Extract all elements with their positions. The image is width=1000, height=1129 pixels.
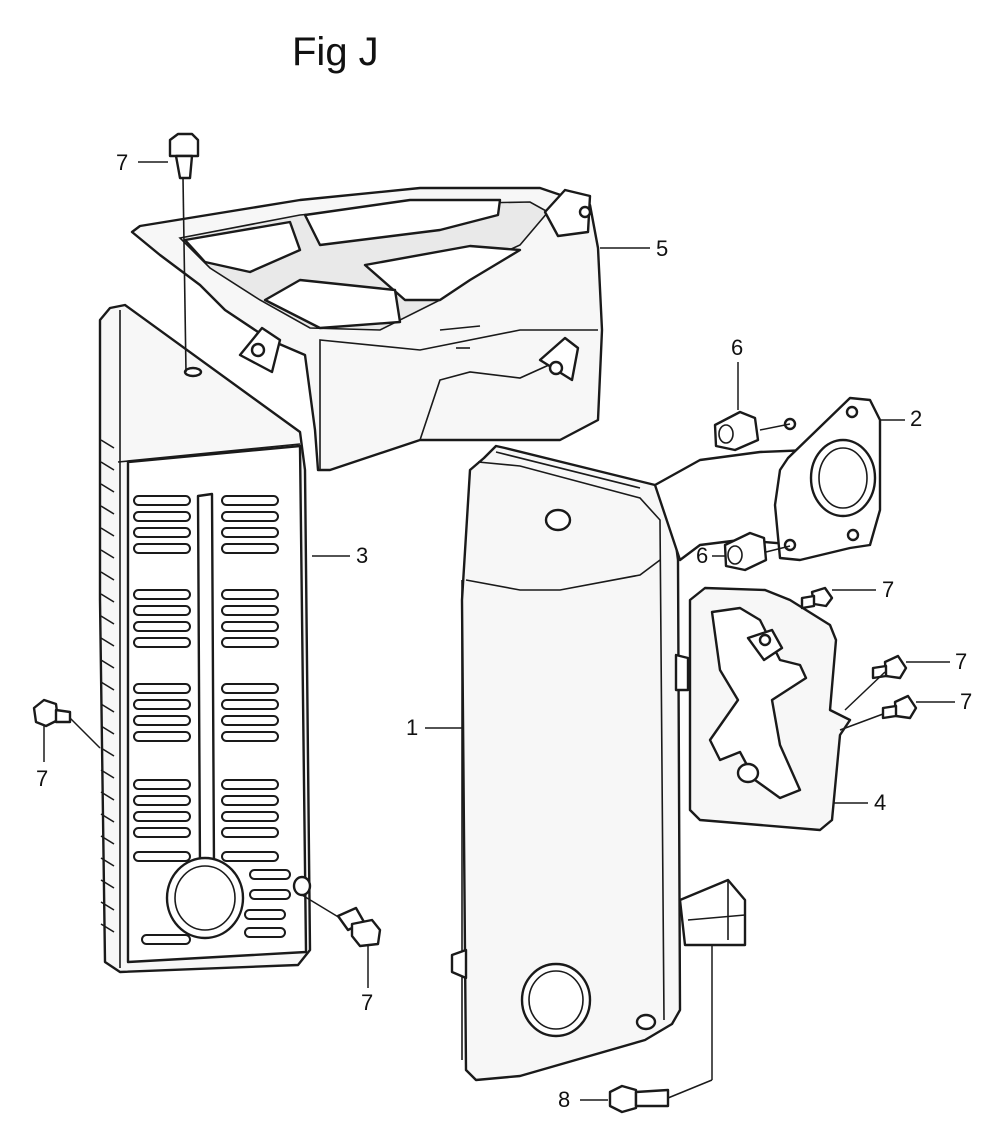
side-louver-line (100, 439, 115, 449)
louver-slots (133, 495, 291, 945)
callout-5: 5 (656, 236, 668, 261)
louver-slot (221, 527, 279, 538)
bolt-part-7-cover-bottom (292, 875, 382, 948)
callout-1: 1 (406, 715, 418, 740)
louvered-cover-part-3 (98, 303, 312, 974)
louver-slot (133, 605, 191, 616)
louver-slot (221, 511, 279, 522)
bolt-part-7-bracket-low (881, 694, 918, 720)
side-louver-line (100, 593, 115, 603)
side-louver-line (100, 769, 115, 779)
louver-slot (133, 851, 191, 862)
louver-slot (133, 683, 191, 694)
louver-slot (221, 495, 279, 506)
gasket-part-2 (773, 396, 882, 562)
bolt-part-7-top (168, 132, 200, 373)
louver-slot (133, 637, 191, 648)
side-louver-line (100, 923, 115, 933)
bolt-part-8 (608, 1084, 670, 1114)
side-louver-line (100, 681, 115, 691)
louver-slot (244, 909, 286, 920)
side-louver-line (100, 703, 115, 713)
leader-lines (43, 161, 955, 1101)
nut-part-6-bottom (723, 531, 768, 572)
louver-slot (221, 779, 279, 790)
callout-4: 4 (874, 790, 886, 815)
louver-slot (221, 699, 279, 710)
heat-shield-part-5 (130, 186, 604, 472)
left-edge-rivets (100, 439, 115, 933)
louver-slot (133, 527, 191, 538)
side-louver-line (100, 461, 115, 471)
louver-slot (244, 927, 286, 938)
louver-slot (221, 715, 279, 726)
side-louver-line (100, 725, 115, 735)
louver-slot (133, 731, 191, 742)
louver-slot (133, 699, 191, 710)
callout-7-bracket-top: 7 (882, 577, 894, 602)
callout-3: 3 (356, 543, 368, 568)
side-louver-line (100, 505, 115, 515)
side-louver-line (100, 813, 115, 823)
louver-slot (221, 811, 279, 822)
louver-slot (221, 605, 279, 616)
bolt-part-7-bracket-top (800, 586, 834, 610)
louver-slot (133, 589, 191, 600)
side-louver-line (100, 791, 115, 801)
louver-slot (221, 795, 279, 806)
bracket-plate-part-4 (688, 586, 852, 832)
side-louver-line (100, 901, 115, 911)
louver-slot (133, 495, 191, 506)
louver-slot (221, 731, 279, 742)
callout-labels: 7 5 6 2 3 6 7 7 7 1 7 4 7 8 (36, 150, 972, 1112)
louver-slot (221, 621, 279, 632)
louver-slot (133, 779, 191, 790)
callout-7-cover-bottom: 7 (361, 990, 373, 1015)
louver-slot (133, 811, 191, 822)
side-louver-line (100, 637, 115, 647)
callout-8: 8 (558, 1087, 570, 1112)
louver-slot (221, 683, 279, 694)
callout-2: 2 (910, 406, 922, 431)
side-louver-line (100, 483, 115, 493)
louver-slot (221, 851, 279, 862)
nut-part-6-top (713, 410, 760, 452)
callout-6-top: 6 (731, 335, 743, 360)
louver-slot (221, 637, 279, 648)
louver-slot (249, 869, 291, 880)
side-louver-line (100, 571, 115, 581)
side-louver-line (100, 659, 115, 669)
bolt-part-7-left (32, 698, 72, 728)
figure-title: Fig J (292, 30, 379, 74)
louver-slot (133, 543, 191, 554)
side-louver-line (100, 835, 115, 845)
louver-slot (249, 889, 291, 900)
louver-slot (133, 795, 191, 806)
callout-6-bottom: 6 (696, 543, 708, 568)
callout-7-left: 7 (36, 766, 48, 791)
callout-7-bracket-mid: 7 (955, 649, 967, 674)
side-louver-line (100, 615, 115, 625)
side-louver-line (100, 879, 115, 889)
louver-slot (221, 543, 279, 554)
louver-slot (221, 827, 279, 838)
louver-slot (133, 621, 191, 632)
side-louver-line (100, 857, 115, 867)
louver-slot (133, 715, 191, 726)
callout-7-bracket-low: 7 (960, 689, 972, 714)
side-louver-line (100, 549, 115, 559)
side-louver-line (100, 747, 115, 757)
louver-slot (133, 827, 191, 838)
side-louver-line (100, 527, 115, 537)
bolt-part-7-bracket-mid (871, 654, 908, 680)
louver-slot (133, 511, 191, 522)
callout-7-top: 7 (116, 150, 128, 175)
louver-slot (221, 589, 279, 600)
louver-slot (141, 934, 191, 945)
